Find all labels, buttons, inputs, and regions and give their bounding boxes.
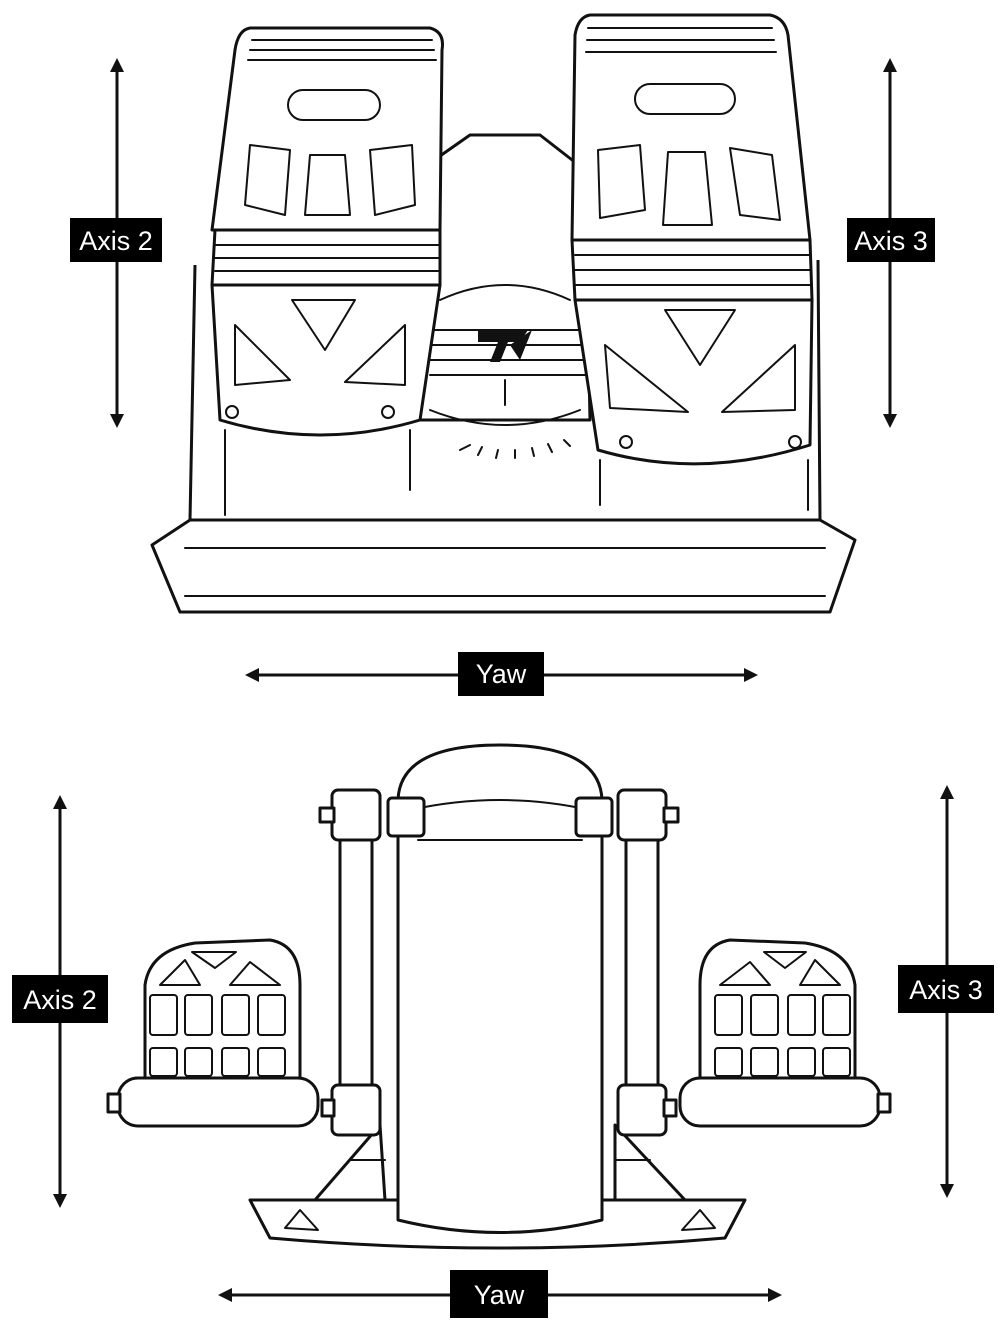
side-axis3-label-box	[898, 965, 994, 1013]
top-left-pedal	[210, 26, 444, 516]
top-yaw-label-box	[458, 652, 544, 696]
side-right-arm	[616, 788, 680, 1137]
top-right-pedal	[570, 13, 814, 511]
side-axis2-label-box	[12, 975, 108, 1023]
top-yaw-label: Yaw	[476, 659, 527, 689]
side-right-pedal	[678, 938, 892, 1128]
top-view: Axis 2 Axis 3 Yaw	[70, 13, 935, 696]
side-left-pedal	[106, 938, 320, 1128]
top-axis3-label: Axis 3	[854, 226, 928, 256]
top-center-housing	[418, 133, 592, 459]
side-center-body	[386, 743, 614, 1234]
side-yaw-label-box	[450, 1270, 548, 1318]
side-yaw-label: Yaw	[474, 1280, 525, 1310]
side-axis2-label: Axis 2	[23, 985, 97, 1015]
side-left-arm	[318, 788, 382, 1137]
top-axis2-label-box	[70, 218, 162, 262]
top-axis2-label: Axis 2	[79, 226, 153, 256]
side-axis3-label: Axis 3	[909, 975, 983, 1005]
brand-logo-icon	[478, 330, 532, 362]
top-axis3-label-box	[847, 218, 935, 262]
side-view: Axis 2 Axis 3 Yaw	[12, 743, 994, 1318]
